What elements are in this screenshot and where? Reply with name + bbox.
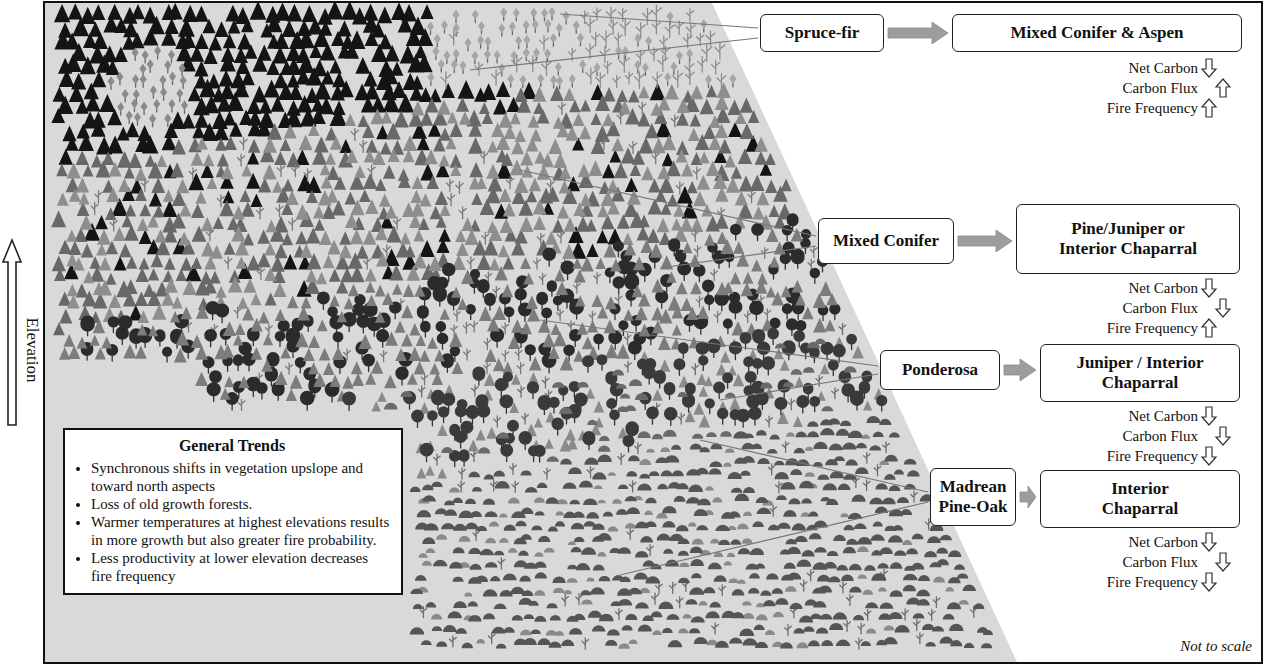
leader-line (720, 374, 878, 400)
tree-cluster (410, 416, 993, 649)
down-arrow (1202, 407, 1216, 425)
down-arrow (1202, 533, 1216, 551)
leader-line (620, 502, 928, 575)
down-arrow (1202, 573, 1216, 591)
tree-cluster (342, 328, 887, 462)
bullet-item: Warmer temperatures at highest elevation… (91, 513, 391, 549)
leader-line (560, 14, 758, 28)
box-label: Ponderosa (902, 360, 978, 380)
trend-label: Fire Frequency (1107, 98, 1198, 118)
transition-arrow (888, 22, 948, 44)
down-arrow (1216, 299, 1230, 317)
transition-arrow (1020, 486, 1036, 508)
panel-frame (44, 2, 1262, 663)
leader-line (700, 440, 928, 492)
trend-label: Net Carbon (1128, 278, 1198, 298)
box-label: Pine/Juniper or Interior Chaparral (1043, 219, 1213, 259)
trend-label: Carbon Flux (1123, 298, 1198, 318)
trend-label: Carbon Flux (1123, 78, 1198, 98)
tree-cluster (441, 5, 726, 89)
trend-label: Net Carbon (1128, 58, 1198, 78)
trend-label: Fire Frequency (1107, 446, 1198, 466)
vegetation-box: Interior Chaparral (1040, 470, 1240, 528)
tree-cluster (91, 102, 817, 410)
leader-line (540, 320, 878, 366)
notes-box: General TrendsSynchronous shifts in vege… (63, 428, 403, 595)
up-arrow (1202, 319, 1216, 337)
bullet-text: Loss of old growth forests. (91, 496, 252, 512)
down-arrow (1202, 59, 1216, 77)
scale-note: Not to scale (1180, 636, 1252, 656)
trend-label: Net Carbon (1128, 532, 1198, 552)
vegetation-box: Madrean Pine-Oak (930, 468, 1016, 526)
leader-line (520, 170, 816, 236)
notes-heading: General Trends (73, 436, 391, 456)
leader-line (470, 38, 758, 70)
trend-label: Carbon Flux (1123, 426, 1198, 446)
box-label: Spruce-fir (785, 23, 860, 43)
down-arrow (1202, 447, 1216, 465)
tree-cluster (59, 228, 838, 402)
landscape-region (45, 3, 1017, 662)
vegetation-box: Spruce-fir (760, 14, 884, 52)
axis-label: Elevation (23, 317, 41, 382)
bullet-list: Synchronous shifts in vegetation upslope… (73, 459, 391, 585)
bullet-item: Synchronous shifts in vegetation upslope… (91, 459, 391, 495)
vegetation-box: Ponderosa (880, 350, 1000, 390)
box-label: Madrean Pine-Oak (935, 477, 1011, 517)
down-arrow (1216, 427, 1230, 445)
transition-arrow (1004, 359, 1036, 381)
tree-cluster (384, 339, 856, 462)
leader-lines (470, 14, 928, 575)
vegetation-box: Juniper / Interior Chaparral (1040, 344, 1240, 402)
box-label: Juniper / Interior Chaparral (1055, 353, 1225, 393)
leader-line (660, 246, 816, 268)
trend-label: Net Carbon (1128, 406, 1198, 426)
trend-label: Carbon Flux (1123, 552, 1198, 572)
trend-label: Fire Frequency (1107, 572, 1198, 592)
transition-arrow (958, 230, 1012, 252)
box-label: Mixed Conifer (833, 231, 939, 251)
vegetation-box: Pine/Juniper or Interior Chaparral (1016, 204, 1240, 274)
elevation-arrow (3, 240, 21, 425)
trend-label: Fire Frequency (1107, 318, 1198, 338)
up-arrow (1202, 99, 1216, 117)
box-label: Interior Chaparral (1090, 479, 1190, 519)
vegetation-box: Mixed Conifer (818, 218, 954, 264)
tree-layer (51, 1, 993, 649)
down-arrow (1216, 553, 1230, 571)
bullet-text: Warmer temperatures at highest elevation… (91, 514, 389, 548)
bullet-item: Loss of old growth forests. (91, 495, 391, 513)
bullet-text: Less productivity at lower elevation dec… (91, 550, 368, 584)
up-arrow (1216, 79, 1230, 97)
bullet-item: Less productivity at lower elevation dec… (91, 549, 391, 585)
vegetation-box: Mixed Conifer & Aspen (952, 14, 1242, 52)
down-arrow (1202, 279, 1216, 297)
bullet-text: Synchronous shifts in vegetation upslope… (91, 460, 363, 494)
box-label: Mixed Conifer & Aspen (1011, 23, 1184, 43)
